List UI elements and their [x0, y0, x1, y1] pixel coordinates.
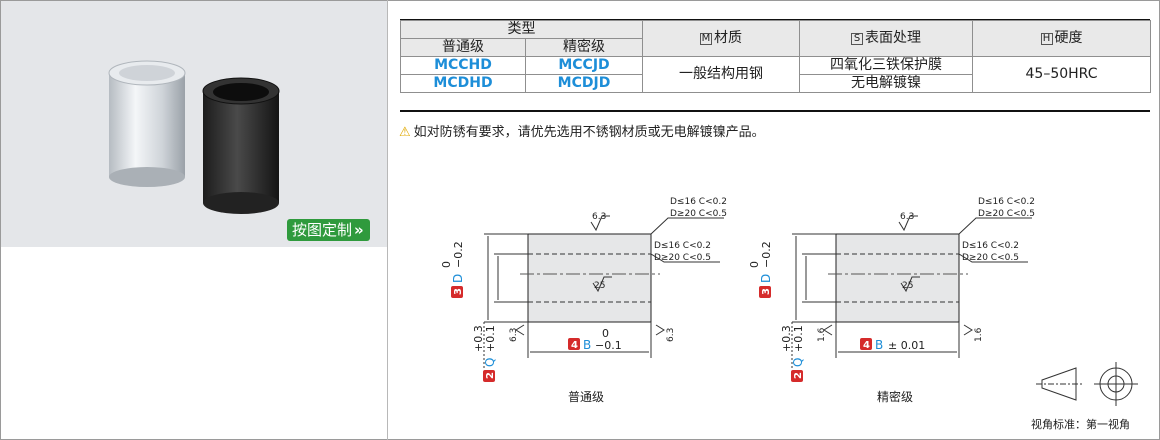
- roughness-end: 1.6: [817, 327, 827, 342]
- b-dimension-std: 4 B 0 −0.1: [568, 327, 622, 352]
- header-type: 类型: [400, 20, 643, 39]
- badge-4: 4: [863, 340, 870, 351]
- q-tol-lower: +0.1: [792, 325, 805, 352]
- roughness-end: 1.6: [974, 327, 984, 342]
- header-hardness-label: 硬度: [1054, 30, 1083, 46]
- chamfer-note-small: D≥20 C<0.5: [962, 253, 1019, 263]
- product-image: [108, 60, 280, 214]
- model-link[interactable]: MCDJD: [525, 74, 643, 93]
- q-tol-lower: +0.1: [484, 325, 497, 352]
- chamfer-note-small: D≥20 C<0.5: [978, 209, 1035, 219]
- q-dimension-std: 2 Q +0.3 +0.1: [472, 325, 497, 382]
- rust-note: ⚠如对防锈有要求，请优先选用不锈钢材质或无电解镀镍产品。: [399, 121, 765, 140]
- roughness-bore: 25: [902, 281, 913, 291]
- b-tol-precision: ± 0.01: [888, 339, 925, 352]
- b-tol-upper: 0: [602, 327, 609, 340]
- q-dimension-precision: 2 Q +0.3 +0.1: [780, 325, 805, 382]
- view-standard-label: 视角标准：第一视角: [1031, 418, 1130, 431]
- badge-3: 3: [453, 288, 464, 295]
- hardness-mark-icon: H: [1040, 33, 1053, 45]
- custom-order-label: 按图定制: [292, 221, 353, 239]
- header-standard: 普通级: [400, 38, 526, 57]
- roughness-top: 6.3: [900, 212, 914, 222]
- b-dimension-precision: 4 B ± 0.01: [860, 338, 925, 352]
- chamfer-note-large: D≤16 C<0.2: [978, 197, 1035, 207]
- d-dimension-precision: 3 D 0 −0.2: [748, 241, 773, 298]
- roughness-bore: 25: [594, 281, 605, 291]
- model-link[interactable]: MCCHD: [400, 56, 526, 75]
- badge-3: 3: [761, 288, 772, 295]
- d-label: D: [451, 274, 465, 283]
- product-image-panel: 按图定制»: [1, 1, 387, 247]
- chamfer-note-large: D≤16 C<0.2: [654, 241, 711, 251]
- b-label: B: [875, 338, 883, 352]
- rust-note-text: 如对防锈有要求，请优先选用不锈钢材质或无电解镀镍产品。: [413, 125, 765, 140]
- d-tol-lower: −0.2: [760, 241, 773, 268]
- first-angle-projection-icon: [1036, 362, 1138, 406]
- caption-precision: 精密级: [877, 390, 914, 404]
- q-label: Q: [791, 358, 805, 367]
- header-material-label: 材质: [714, 30, 742, 46]
- q-label: Q: [483, 358, 497, 367]
- double-chevron-right-icon: »: [354, 221, 364, 239]
- technical-drawings: D≤16 C<0.2 D≥20 C<0.5 D≤16 C<0.2 D≥20 C<…: [440, 197, 1138, 406]
- d-label: D: [759, 274, 773, 283]
- header-precision: 精密级: [525, 38, 643, 57]
- badge-4: 4: [571, 340, 578, 351]
- d-dimension-std: 3 D 0 −0.2: [440, 241, 465, 298]
- model-link[interactable]: MCDHD: [400, 74, 526, 93]
- d-tol-lower: −0.2: [452, 241, 465, 268]
- badge-2: 2: [793, 372, 804, 379]
- drawing-precision: [791, 215, 1032, 370]
- table-bottom-rule: [400, 110, 1150, 112]
- roughness-end: 6.3: [509, 328, 519, 342]
- panel-divider: [387, 0, 388, 440]
- material-cell: 一般结构用钢: [642, 56, 800, 93]
- surface-cell: 四氧化三铁保护膜: [799, 56, 973, 75]
- roughness-end: 6.3: [666, 328, 676, 342]
- drawing-standard: [483, 215, 724, 370]
- material-mark-icon: M: [700, 33, 712, 45]
- table-row: MCDHD MCDJD 无电解镀镍: [400, 74, 1151, 93]
- badge-2: 2: [485, 372, 496, 379]
- roughness-top: 6.3: [592, 212, 606, 222]
- q-tol-upper: +0.3: [472, 325, 485, 352]
- header-surface-label: 表面处理: [865, 30, 921, 46]
- model-link[interactable]: MCCJD: [525, 56, 643, 75]
- chamfer-note-small: D≥20 C<0.5: [670, 209, 727, 219]
- d-tol-upper: 0: [440, 261, 453, 268]
- q-tol-upper: +0.3: [780, 325, 793, 352]
- chamfer-note-small: D≥20 C<0.5: [654, 253, 711, 263]
- surface-mark-icon: S: [851, 33, 863, 45]
- hardness-cell: 45–50HRC: [972, 56, 1151, 93]
- custom-order-button[interactable]: 按图定制»: [287, 219, 370, 241]
- caption-standard: 普通级: [568, 390, 605, 404]
- d-tol-upper: 0: [748, 261, 761, 268]
- chamfer-note-large: D≤16 C<0.2: [670, 197, 727, 207]
- surface-cell: 无电解镀镍: [799, 74, 973, 93]
- b-tol-lower: −0.1: [595, 339, 622, 352]
- table-row: MCCHD MCCJD 一般结构用钢 四氧化三铁保护膜 45–50HRC: [400, 56, 1151, 93]
- warning-icon: ⚠: [399, 125, 411, 140]
- chamfer-note-large: D≤16 C<0.2: [962, 241, 1019, 251]
- b-label: B: [583, 338, 591, 352]
